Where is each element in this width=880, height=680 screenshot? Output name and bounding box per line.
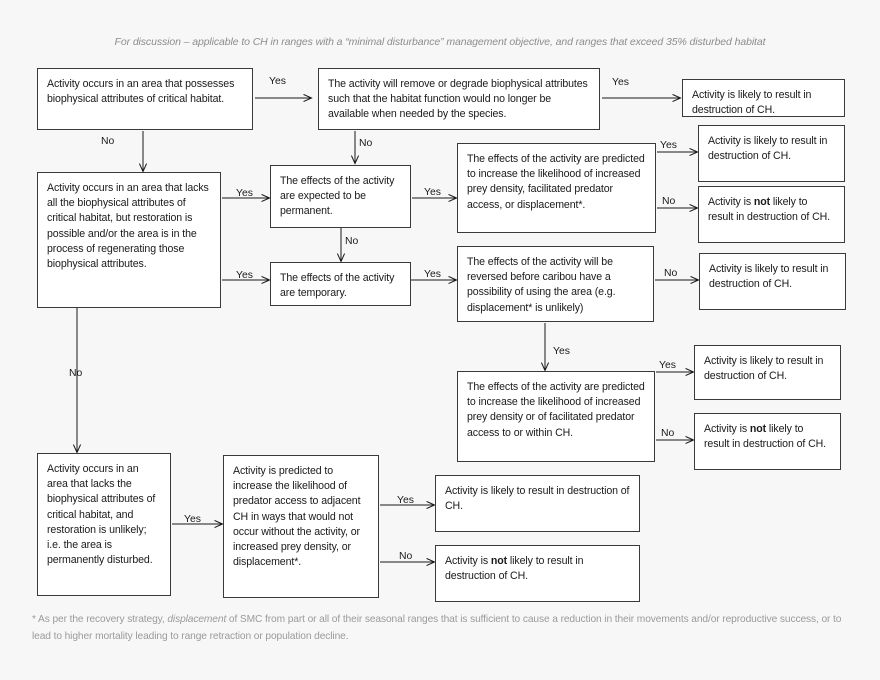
node-q2[interactable]: The activity will remove or degrade biop… bbox=[318, 68, 600, 130]
node-r3-emphasis: not bbox=[753, 196, 771, 208]
node-q7-text: The effects of the activity will be reve… bbox=[467, 256, 616, 314]
edge-label-q4-no: No bbox=[345, 236, 359, 247]
header-note: For discussion – applicable to CH in ran… bbox=[114, 36, 766, 48]
node-r2[interactable]: Activity is likely to result in destruct… bbox=[698, 125, 845, 182]
node-r6[interactable]: Activity is not likely to result in dest… bbox=[694, 413, 841, 470]
node-q1-text: Activity occurs in an area that possesse… bbox=[47, 78, 235, 106]
node-r6-post: likely to result in destruction of CH. bbox=[704, 423, 827, 451]
node-r4-text: Activity is likely to result in destruct… bbox=[709, 263, 829, 291]
node-r5-text: Activity is likely to result in destruct… bbox=[704, 355, 824, 383]
edge-label-q7-no: No bbox=[664, 268, 678, 279]
node-r3-pre: Activity is bbox=[708, 196, 754, 208]
node-r2-text: Activity is likely to result in destruct… bbox=[708, 135, 828, 163]
edge-label-q10-no: No bbox=[399, 551, 413, 562]
edge-label-q2-no: No bbox=[359, 138, 373, 149]
node-r3-text: Activity is not likely to result in dest… bbox=[708, 196, 830, 223]
edge-label-q6-yes: Yes bbox=[424, 269, 441, 280]
node-r8[interactable]: Activity is not likely to result in dest… bbox=[435, 545, 640, 602]
node-r7-text: Activity is likely to result in destruct… bbox=[445, 485, 630, 513]
edge-label-q1-yes: Yes bbox=[269, 76, 286, 87]
footnote-part2: of SMC from part or all of their seasona… bbox=[32, 614, 842, 642]
node-r8-post: likely to result in destruction of CH. bbox=[445, 555, 584, 583]
node-q3[interactable]: Activity occurs in an area that lacks al… bbox=[37, 172, 221, 308]
node-q8-text: The effects of the activity are predicte… bbox=[467, 381, 645, 439]
node-q10[interactable]: Activity is predicted to increase the li… bbox=[223, 455, 379, 598]
node-q4-text: The effects of the activity are expected… bbox=[280, 175, 395, 218]
footnote-italic-term: displacement bbox=[167, 614, 227, 625]
node-q6-text: The effects of the activity are temporar… bbox=[280, 272, 395, 300]
footnote: * As per the recovery strategy, displace… bbox=[32, 611, 844, 645]
edge-label-q7-yes: Yes bbox=[553, 346, 570, 357]
node-r6-text: Activity is not likely to result in dest… bbox=[704, 423, 826, 450]
node-q7[interactable]: The effects of the activity will be reve… bbox=[457, 246, 654, 322]
edge-label-q2-yes: Yes bbox=[612, 77, 629, 88]
edge-label-q5-yes: Yes bbox=[660, 140, 677, 151]
node-r6-pre: Activity is bbox=[704, 423, 750, 435]
node-q1[interactable]: Activity occurs in an area that possesse… bbox=[37, 68, 253, 130]
node-r5[interactable]: Activity is likely to result in destruct… bbox=[694, 345, 841, 400]
node-q6[interactable]: The effects of the activity are temporar… bbox=[270, 262, 411, 306]
node-r1[interactable]: Activity is likely to result in destruct… bbox=[682, 79, 845, 117]
node-q9[interactable]: Activity occurs in an area that lacks th… bbox=[37, 453, 171, 596]
node-r3-post: likely to result in destruction of CH. bbox=[708, 196, 831, 224]
node-q8[interactable]: The effects of the activity are predicte… bbox=[457, 371, 655, 462]
edge-label-q3-no: No bbox=[69, 368, 83, 379]
edge-label-q1-no: No bbox=[101, 136, 115, 147]
footnote-part1: * As per the recovery strategy, bbox=[32, 614, 168, 625]
node-q5-text: The effects of the activity are predicte… bbox=[467, 153, 645, 211]
node-r3[interactable]: Activity is not likely to result in dest… bbox=[698, 186, 845, 243]
node-q4[interactable]: The effects of the activity are expected… bbox=[270, 165, 411, 228]
edge-label-q8-no: No bbox=[661, 428, 675, 439]
node-q2-text: The activity will remove or degrade biop… bbox=[328, 78, 588, 121]
node-r7[interactable]: Activity is likely to result in destruct… bbox=[435, 475, 640, 532]
edge-label-q5-no: No bbox=[662, 196, 676, 207]
edge-label-q3-yes-bottom: Yes bbox=[236, 270, 253, 281]
edge-label-q3-yes-top: Yes bbox=[236, 188, 253, 199]
node-q3-text: Activity occurs in an area that lacks al… bbox=[47, 182, 209, 271]
edge-label-q4-yes: Yes bbox=[424, 187, 441, 198]
node-r8-text: Activity is not likely to result in dest… bbox=[445, 555, 583, 582]
node-r8-emphasis: not bbox=[490, 555, 508, 567]
edge-label-q8-yes: Yes bbox=[659, 360, 676, 371]
edge-label-q10-yes: Yes bbox=[397, 495, 414, 506]
node-r6-emphasis: not bbox=[749, 423, 767, 435]
edge-label-q9-yes: Yes bbox=[184, 514, 201, 525]
node-r1-text: Activity is likely to result in destruct… bbox=[692, 89, 812, 117]
node-q5[interactable]: The effects of the activity are predicte… bbox=[457, 143, 656, 233]
node-q9-text: Activity occurs in an area that lacks th… bbox=[47, 463, 156, 567]
node-r8-pre: Activity is bbox=[445, 555, 491, 567]
node-q10-text: Activity is predicted to increase the li… bbox=[233, 465, 361, 569]
node-r4[interactable]: Activity is likely to result in destruct… bbox=[699, 253, 846, 310]
